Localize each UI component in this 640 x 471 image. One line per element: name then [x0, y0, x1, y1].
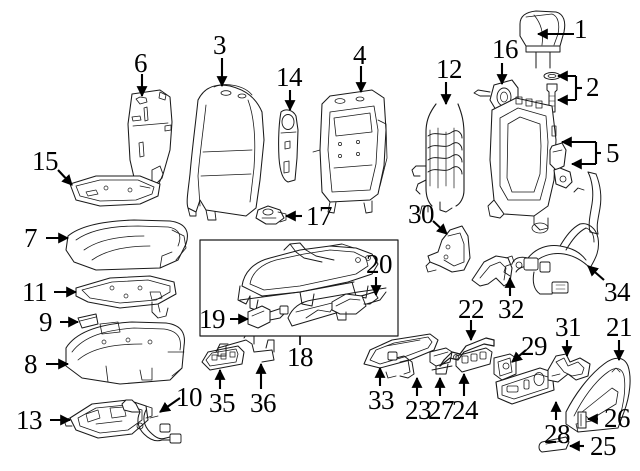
- part-seat-back-panel: [312, 89, 388, 214]
- callout-label-8[interactable]: 8: [24, 349, 38, 379]
- callout-label-16[interactable]: 16: [492, 34, 519, 64]
- callout-label-10[interactable]: 10: [176, 382, 203, 412]
- callout-label-35[interactable]: 35: [209, 388, 236, 418]
- part-seat-hinge-bracket: [255, 205, 287, 225]
- callout-label-25[interactable]: 25: [590, 431, 617, 461]
- part-seat-belt-guide-clip: [429, 347, 453, 375]
- callout-label-22[interactable]: 22: [458, 294, 485, 324]
- callout-label-12[interactable]: 12: [436, 54, 463, 84]
- part-seat-memory-switch: [455, 347, 493, 373]
- part-seat-cushion-frame-shield: [75, 275, 177, 319]
- callout-label-20[interactable]: 20: [366, 249, 393, 279]
- callout-label-2[interactable]: 2: [586, 72, 600, 102]
- part-seat-track-cover-bracket: [547, 353, 591, 383]
- callout-label-30[interactable]: 30: [408, 199, 435, 229]
- callout-label-32[interactable]: 32: [498, 294, 525, 324]
- callout-label-18[interactable]: 18: [287, 342, 314, 372]
- part-seat-back-side-bracket: [419, 205, 471, 273]
- callout-label-9[interactable]: 9: [39, 307, 53, 337]
- callout-label-13[interactable]: 13: [16, 405, 43, 435]
- part-seat-back-cushion-cover: [186, 84, 265, 221]
- callout-label-5[interactable]: 5: [606, 138, 620, 168]
- part-trim-clip-short: [577, 411, 587, 429]
- callout-label-17[interactable]: 17: [306, 201, 333, 231]
- part-seat-back-trim-panel: [127, 89, 173, 191]
- part-seat-wire-harness: [121, 399, 182, 444]
- part-seat-cushion-cover: [65, 219, 188, 271]
- part-seat-rail-cover-front: [201, 345, 245, 371]
- callout-label-31[interactable]: 31: [555, 312, 582, 342]
- part-seat-back-lower-shield: [69, 175, 161, 207]
- callout-label-15[interactable]: 15: [32, 146, 59, 176]
- part-seat-main-wire-harness: [503, 223, 599, 295]
- part-lumbar-switch-module: [493, 353, 517, 381]
- part-seat-adjust-link-rod: [439, 337, 495, 367]
- callout-label-7[interactable]: 7: [24, 223, 38, 253]
- callout-label-36[interactable]: 36: [250, 388, 277, 418]
- callout-label-27[interactable]: 27: [428, 395, 455, 425]
- part-seat-frame-side-shield: [471, 255, 515, 287]
- part-seat-rail-cover-rear: [215, 331, 275, 363]
- callout-label-23[interactable]: 23: [405, 395, 432, 425]
- callout-label-34[interactable]: 34: [604, 277, 631, 307]
- callout-label-28[interactable]: 28: [544, 419, 571, 449]
- callout-label-19[interactable]: 19: [199, 304, 226, 334]
- part-seat-cushion-pad: [65, 321, 185, 385]
- callout-label-24[interactable]: 24: [452, 395, 479, 425]
- callout-label-26[interactable]: 26: [604, 403, 631, 433]
- part-seat-cushion-frame: [63, 399, 153, 439]
- part-seat-back-frame: [487, 96, 573, 234]
- callout-label-4[interactable]: 4: [353, 40, 367, 70]
- callout-label-1[interactable]: 1: [574, 14, 588, 44]
- callout-label-3[interactable]: 3: [213, 30, 227, 60]
- callout-label-33[interactable]: 33: [368, 385, 395, 415]
- callout-label-6[interactable]: 6: [134, 48, 148, 78]
- callout-leaders: [46, 28, 625, 452]
- part-seat-trim-side-panel-inner: [363, 333, 439, 369]
- callout-label-11[interactable]: 11: [22, 277, 48, 307]
- part-trim-clip-long: [538, 436, 570, 453]
- callout-label-29[interactable]: 29: [521, 331, 548, 361]
- part-seat-back-spring-mat: [411, 103, 465, 213]
- part-seat-back-side-bolster: [278, 109, 299, 183]
- part-lumbar-control-cable: [385, 351, 415, 379]
- callout-label-14[interactable]: 14: [276, 62, 303, 92]
- callout-label-21[interactable]: 21: [606, 312, 633, 342]
- part-seat-adjuster-switch: [495, 367, 555, 405]
- part-seat-cushion-insert-pad: [77, 313, 99, 329]
- part-head-restraint: [519, 10, 566, 69]
